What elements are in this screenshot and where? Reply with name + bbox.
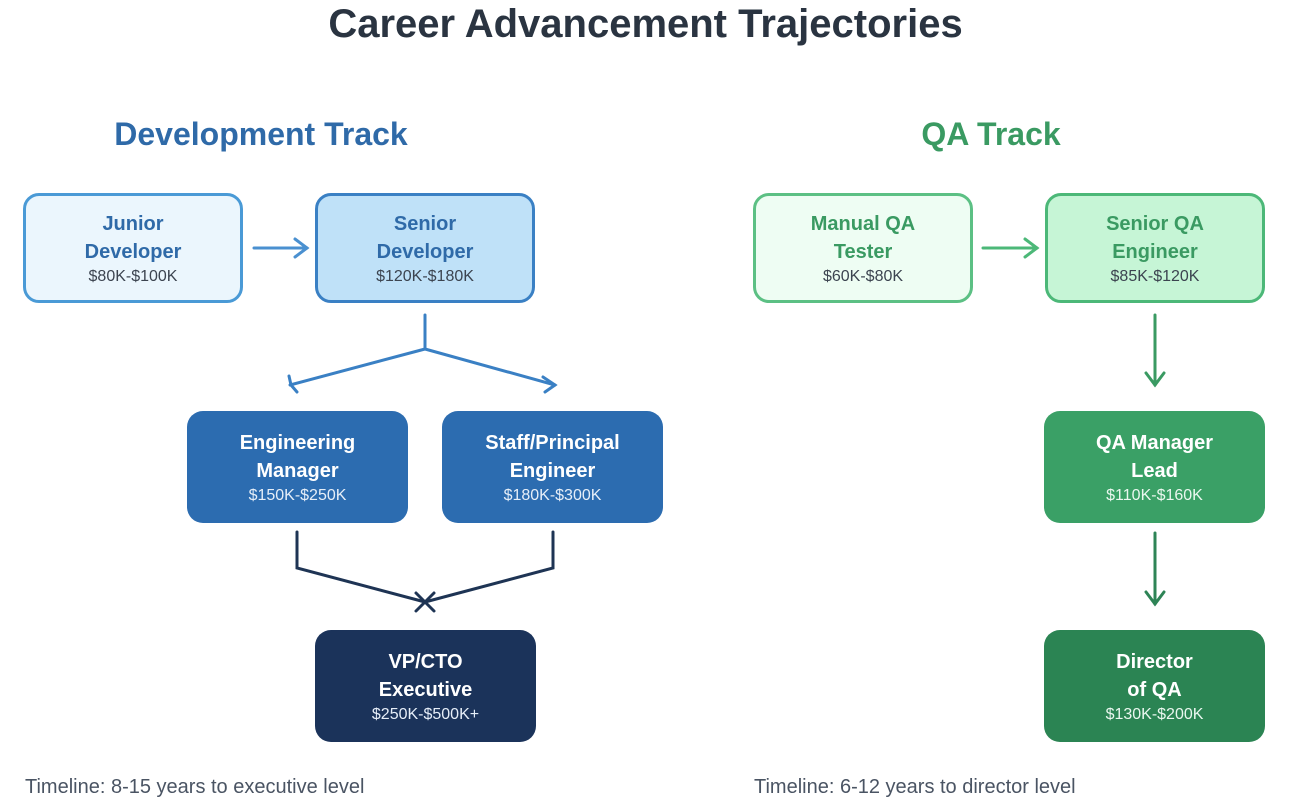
node-salary: $85K-$120K	[1110, 268, 1200, 285]
dev-timeline: Timeline: 8-15 years to executive level	[25, 776, 365, 798]
node-salary: $130K-$200K	[1105, 706, 1204, 723]
node-name: Senior Developer	[376, 213, 474, 263]
node-salary: $120K-$180K	[376, 268, 474, 285]
node-name: Engineering Manager	[239, 432, 356, 482]
node-manual-qa-tester: Manual QA Tester $60K-$80K	[753, 193, 973, 303]
node-engineering-manager: Engineering Manager $150K-$250K	[187, 411, 408, 523]
node-senior-developer: Senior Developer $120K-$180K	[315, 193, 535, 303]
node-name: QA Manager Lead	[1095, 432, 1214, 482]
arrow-converge-to-vp	[295, 530, 555, 613]
node-staff-principal-engineer: Staff/Principal Engineer $180K-$300K	[442, 411, 663, 523]
node-salary: $250K-$500K+	[371, 706, 480, 723]
page-title: Career Advancement Trajectories	[328, 2, 963, 46]
arrow-junior-to-senior	[252, 237, 310, 259]
node-salary: $150K-$250K	[248, 487, 347, 504]
node-junior-developer: Junior Developer $80K-$100K	[23, 193, 243, 303]
node-senior-qa-engineer: Senior QA Engineer $85K-$120K	[1045, 193, 1265, 303]
arrow-senior-split	[287, 313, 558, 394]
node-vp-cto-executive: VP/CTO Executive $250K-$500K+	[315, 630, 536, 742]
node-name: Director of QA	[1116, 651, 1193, 701]
node-name: Senior QA Engineer	[1106, 213, 1204, 263]
node-salary: $180K-$300K	[503, 487, 602, 504]
node-name: VP/CTO Executive	[378, 651, 473, 701]
dev-track-title: Development Track	[114, 116, 408, 152]
node-name: Staff/Principal Engineer	[485, 432, 620, 482]
node-salary: $60K-$80K	[822, 268, 904, 285]
node-name: Manual QA Tester	[810, 213, 916, 263]
qa-timeline: Timeline: 6-12 years to director level	[754, 776, 1076, 798]
arrow-manager-to-director	[1144, 531, 1166, 607]
node-qa-manager-lead: QA Manager Lead $110K-$160K	[1044, 411, 1265, 523]
node-name: Junior Developer	[84, 213, 182, 263]
arrow-senior-qa-to-manager	[1144, 313, 1166, 388]
node-director-of-qa: Director of QA $130K-$200K	[1044, 630, 1265, 742]
node-salary: $80K-$100K	[88, 268, 178, 285]
qa-track-title: QA Track	[921, 116, 1061, 152]
arrow-manual-to-senior-qa	[981, 237, 1040, 259]
node-salary: $110K-$160K	[1106, 487, 1203, 504]
